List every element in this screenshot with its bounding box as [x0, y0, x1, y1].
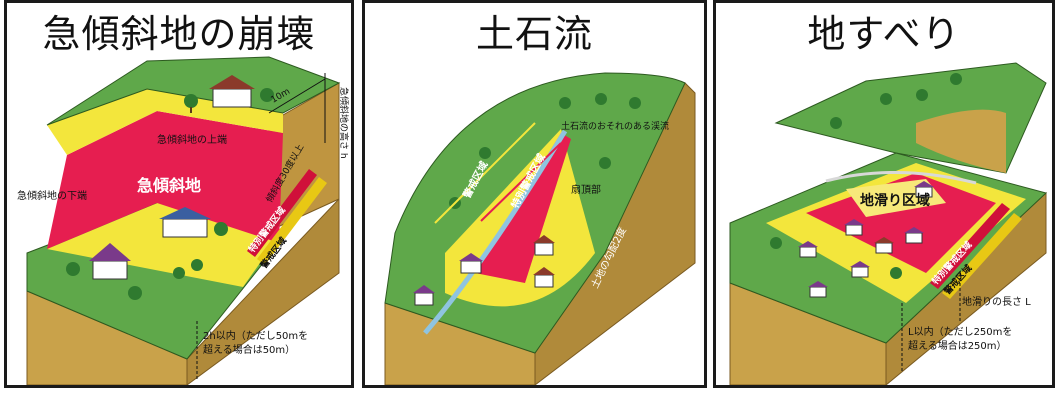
panel-debris-flow: 土石流 土石流のおそれのある渓流 警戒区域 特別警戒区域 扇頂部 土地の勾配2度	[362, 0, 707, 388]
house-icon	[850, 261, 870, 278]
tree-icon	[66, 262, 80, 276]
upper-edge-label: 急傾斜地の上端	[157, 133, 227, 146]
house-icon	[209, 75, 255, 108]
distance-note-line-1: L以内（ただし250mを	[908, 325, 1012, 338]
height-label: 急傾斜地の高さ h	[338, 87, 350, 159]
steep-slope-diagram: 急傾斜地の高さ h 10m 急傾斜地の上端 傾斜度30度以上 急傾斜地の下端 急…	[17, 56, 350, 385]
steep-slope-face	[47, 111, 283, 249]
tree-icon	[479, 147, 491, 159]
soil-side	[186, 197, 340, 385]
tree-icon	[184, 94, 198, 113]
tree-icon	[214, 222, 228, 236]
house-icon	[808, 281, 828, 298]
tree-icon	[599, 157, 611, 169]
house-icon	[798, 241, 818, 258]
tree-icon	[916, 89, 928, 101]
house-icon	[844, 219, 864, 236]
landslide-area-label: 地滑り区域	[860, 192, 930, 209]
panel-title: 急傾斜地の崩壊	[42, 12, 316, 56]
panel-title: 土石流	[475, 12, 593, 56]
special-zone-strip	[930, 203, 1010, 289]
house-icon	[533, 235, 555, 256]
warning-zone-strip	[257, 177, 327, 265]
landslide-diagram: 地滑り区域 特別警戒区域 警戒区域 地滑りの長さ L L以内（ただし250mを …	[729, 62, 1047, 385]
tree-icon	[559, 97, 571, 109]
house-icon	[914, 181, 934, 198]
warning-zone-line	[434, 122, 536, 224]
stream-label: 土石流のおそれのある渓流	[561, 120, 669, 132]
panel-steep-slope: 急傾斜地の崩壊	[4, 0, 354, 388]
distance-note-line-2: 超える場合は50m）	[203, 343, 295, 356]
length-label: 地滑りの長さ L	[962, 295, 1031, 308]
distance-note-line-2: 超える場合は250m）	[908, 339, 1007, 352]
upper-plateau	[46, 56, 341, 126]
tree-icon	[595, 93, 607, 105]
road	[825, 170, 977, 185]
scarp	[916, 109, 1006, 173]
tree-icon	[260, 88, 274, 102]
tree-icon	[830, 117, 842, 129]
fan-apex-label: 扇頂部	[571, 183, 601, 196]
panel-title: 地すべり	[807, 12, 961, 56]
house-icon	[413, 285, 435, 306]
tree-icon	[191, 259, 203, 271]
house-icon	[159, 207, 211, 238]
steep-area-label: 急傾斜地	[137, 176, 201, 195]
house-icon	[874, 237, 894, 254]
panel-landslide: 地すべり	[713, 0, 1055, 388]
special-zone-strip	[247, 169, 317, 257]
warning-zone-strip	[942, 213, 1022, 299]
house-icon	[533, 267, 555, 288]
lower-edge-label: 急傾斜地の下端	[17, 189, 87, 202]
house-icon	[904, 227, 924, 244]
special-zone-line	[480, 142, 562, 222]
tree-icon	[770, 237, 782, 249]
tree-icon	[128, 286, 142, 300]
house-icon	[459, 253, 483, 274]
tree-icon	[173, 267, 185, 279]
tree-icon	[950, 73, 962, 85]
debris-flow-diagram: 土石流のおそれのある渓流 警戒区域 特別警戒区域 扇頂部 土地の勾配2度	[384, 72, 696, 385]
tree-icon	[890, 267, 902, 279]
house-icon	[89, 243, 131, 280]
tree-icon	[880, 93, 892, 105]
tree-icon	[629, 97, 641, 109]
distance-note-line-1: 2h以内（ただし50mを	[203, 329, 308, 342]
stream	[423, 129, 568, 335]
special-zone-channel	[475, 133, 571, 283]
ten-m-line	[268, 78, 326, 114]
